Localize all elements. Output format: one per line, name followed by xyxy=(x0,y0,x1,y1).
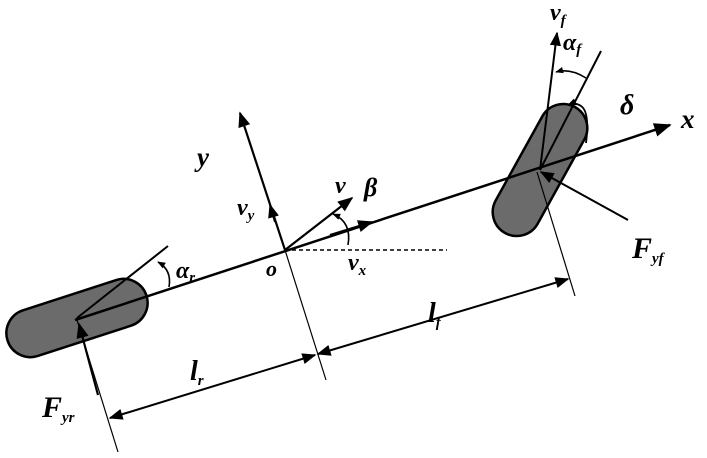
origin-label: o xyxy=(266,256,277,281)
vy-label: vy xyxy=(237,195,255,224)
front-wheel-heading-line xyxy=(539,50,602,171)
y-axis xyxy=(238,111,287,251)
lf-dimension-arrow xyxy=(316,277,570,356)
front-perpendicular-line xyxy=(536,171,576,297)
lf-label: lf xyxy=(428,298,443,331)
Fyf-label: Fyf xyxy=(631,232,666,267)
v-label: v xyxy=(335,173,346,199)
Fyf-force-arrow xyxy=(539,171,629,221)
vf-label: vf xyxy=(550,0,568,29)
vy-arrow xyxy=(268,203,279,223)
delta-angle-arc xyxy=(567,98,589,144)
velocity-v-arrow xyxy=(284,197,354,251)
vx-label: vx xyxy=(348,250,367,279)
beta-label: β xyxy=(363,173,378,202)
y-axis-label: y xyxy=(194,142,210,172)
alpha-f-label: αf xyxy=(563,30,583,58)
alpha-f-angle-arc xyxy=(555,66,587,79)
x-axis xyxy=(74,123,672,322)
x-axis-label: x xyxy=(680,104,695,134)
Fyr-force-arrow xyxy=(76,322,100,396)
lr-dimension-arrow xyxy=(108,353,317,420)
lr-label: lr xyxy=(190,356,204,389)
vx-arrow xyxy=(329,220,374,237)
rear-velocity-line xyxy=(76,245,169,319)
alpha-r-angle-arc xyxy=(157,261,171,288)
vf-arrow xyxy=(539,31,562,171)
Fyr-label: Fyr xyxy=(41,391,75,426)
beta-angle-arc xyxy=(332,213,350,246)
cg-perpendicular-line xyxy=(284,249,327,381)
delta-label: δ xyxy=(620,90,634,121)
alpha-r-label: αr xyxy=(176,258,195,286)
